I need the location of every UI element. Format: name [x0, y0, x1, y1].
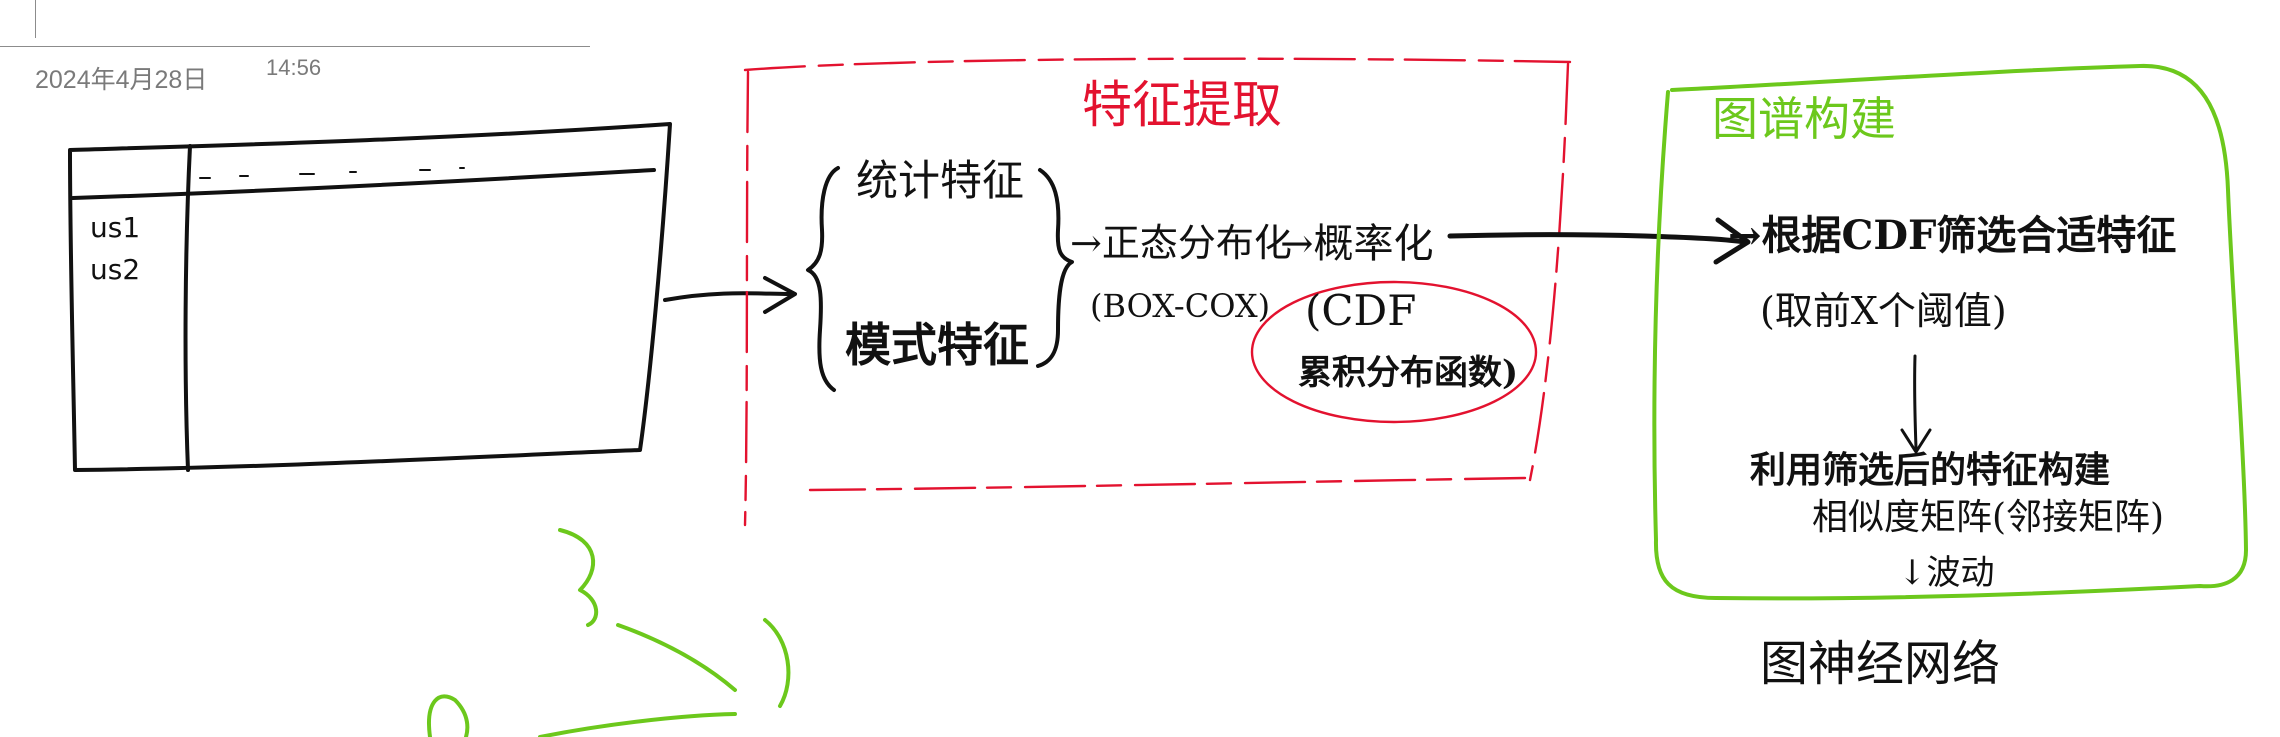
table-header-scribble — [199, 167, 465, 179]
left-brace — [806, 166, 840, 392]
feature-extraction-box — [743, 57, 1572, 527]
text-cursor — [35, 0, 36, 38]
normalize-method-label: (BOX-COX) — [1090, 287, 1271, 325]
table-row-us1: us1 — [90, 211, 141, 244]
cdf-circle — [1250, 280, 1538, 424]
gnn-note: 图神经网络 — [1760, 636, 2001, 692]
graph-building-title: 图谱构建 — [1712, 92, 1896, 146]
cdf-line2: 累积分布函数) — [1298, 353, 1519, 393]
table-outline — [68, 122, 672, 472]
arrow-step1-to-step2 — [1900, 354, 1932, 454]
graph-building-box — [1652, 63, 2248, 601]
right-brace — [1036, 168, 1074, 368]
table-sketch — [68, 122, 672, 472]
graph-step2-line3: ↓波动 — [1898, 553, 1995, 593]
stat-features-label: 统计特征 — [856, 156, 1025, 205]
table-column-rule — [183, 144, 192, 472]
table-header-rule — [71, 168, 656, 200]
probability-label: →概率化 — [1280, 221, 1434, 267]
pattern-features-label: 模式特征 — [845, 318, 1029, 372]
arrow-table-to-features — [663, 276, 797, 314]
cdf-line1: (CDF — [1305, 286, 1417, 335]
feature-extraction-title: 特征提取 — [1082, 76, 1282, 134]
arrow-prob-to-graph — [1447, 217, 1751, 265]
note-date: 2024年4月28日 — [35, 66, 208, 94]
graph-step1-line1: →根据CDF筛选合适特征 — [1728, 212, 2177, 259]
normalize-label: →正态分布化 — [1070, 221, 1292, 265]
note-time: 14:56 — [266, 55, 322, 80]
graph-step1-line2: (取前X个阈值) — [1760, 289, 2007, 333]
green-doodle — [427, 528, 791, 737]
table-row-us2: us2 — [90, 253, 141, 286]
title-underline — [0, 46, 590, 47]
graph-step2-line1: 利用筛选后的特征构建 — [1750, 449, 2111, 491]
graph-step2-line2: 相似度矩阵(邻接矩阵) — [1812, 497, 2165, 538]
